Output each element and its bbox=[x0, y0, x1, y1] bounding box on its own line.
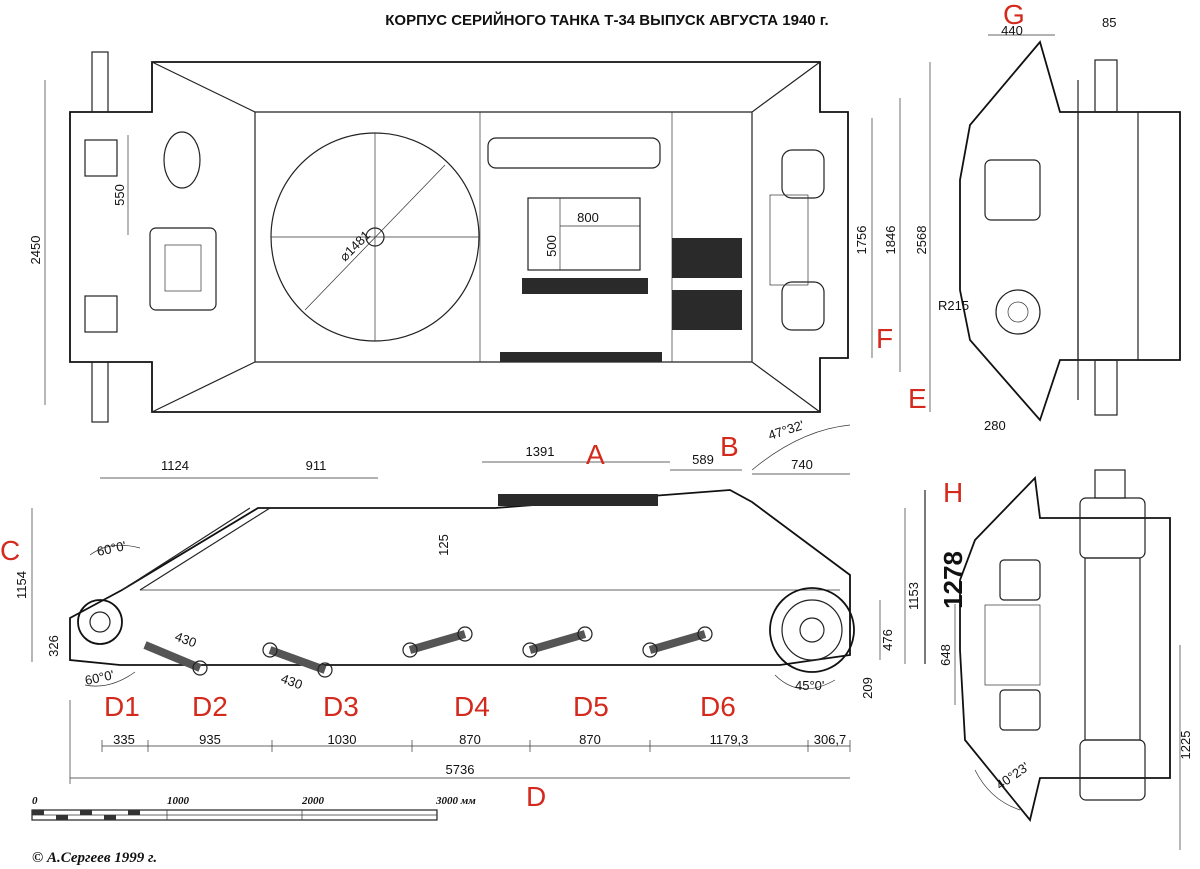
dim-740: 740 bbox=[791, 457, 813, 472]
label-D4: D4 bbox=[454, 691, 490, 722]
dim-209: 209 bbox=[860, 677, 875, 699]
dim-440: 440 bbox=[1001, 23, 1023, 38]
dim-1153: 1153 bbox=[906, 582, 921, 610]
dim-550: 550 bbox=[112, 184, 127, 206]
dim-ang-40: 40°23' bbox=[993, 759, 1032, 792]
rear-view: 648 1225 40°23' bbox=[938, 469, 1193, 850]
dim-1278: 1278 bbox=[938, 551, 968, 609]
dim-648: 648 bbox=[938, 644, 953, 666]
label-D2: D2 bbox=[192, 691, 228, 722]
driver-hatch bbox=[163, 131, 201, 189]
scale-3000: 3000 мм bbox=[435, 795, 476, 807]
top-view: ⌀1481 2450 550 800 500 1756 1846 bbox=[28, 51, 931, 423]
dim-2568: 2568 bbox=[914, 226, 929, 255]
dim-85: 85 bbox=[1102, 15, 1116, 30]
dim-bottom-6: 306,7 bbox=[814, 732, 847, 747]
label-C: C bbox=[0, 535, 20, 566]
side-view: 1124 911 1391 A 589 B 740 47°32' 125 115… bbox=[0, 417, 968, 812]
dim-r215: R215 bbox=[938, 298, 969, 313]
dim-bottom-2: 1030 bbox=[328, 732, 357, 747]
dim-total-5736: 5736 bbox=[446, 762, 475, 777]
dim-500: 500 bbox=[544, 235, 559, 257]
dim-326: 326 bbox=[46, 635, 61, 657]
drive-sprocket bbox=[769, 587, 855, 673]
front-view: 440 85 R215 280 G bbox=[938, 0, 1181, 433]
label-B: B bbox=[720, 431, 739, 462]
label-G: G bbox=[1003, 0, 1025, 30]
label-A: A bbox=[586, 439, 605, 470]
dim-800: 800 bbox=[577, 210, 599, 225]
dim-1124: 1124 bbox=[161, 458, 189, 473]
label-D: D bbox=[526, 781, 546, 812]
copyright: © А.Сергеев 1999 г. bbox=[32, 850, 157, 866]
label-D1: D1 bbox=[104, 691, 140, 722]
label-E: E bbox=[908, 383, 927, 414]
label-D6: D6 bbox=[700, 691, 736, 722]
scale-bar: 0 1000 2000 3000 мм bbox=[31, 795, 476, 821]
dim-1846: 1846 bbox=[883, 226, 898, 255]
dim-1225: 1225 bbox=[1178, 731, 1193, 760]
dim-589: 589 bbox=[692, 452, 714, 467]
dim-1391: 1391 bbox=[526, 444, 555, 459]
dim-1154: 1154 bbox=[14, 571, 29, 599]
dim-280: 280 bbox=[984, 418, 1006, 433]
dim-430-b: 430 bbox=[279, 671, 305, 693]
drawing-title: КОРПУС СЕРИЙНОГО ТАНКА Т-34 ВЫПУСК АВГУС… bbox=[385, 11, 828, 29]
dim-ang-45: 45°0' bbox=[795, 678, 824, 693]
dim-430-a: 430 bbox=[173, 629, 199, 651]
dim-ang-60b: 60°0' bbox=[84, 667, 116, 688]
scale-0: 0 bbox=[32, 795, 38, 807]
label-D3: D3 bbox=[323, 691, 359, 722]
dim-911: 911 bbox=[306, 458, 327, 473]
label-H: H bbox=[943, 477, 963, 508]
dim-bottom-0: 335 bbox=[113, 732, 135, 747]
scale-1000: 1000 bbox=[167, 795, 190, 807]
label-F: F bbox=[876, 323, 893, 354]
dim-ang-60a: 60°0' bbox=[96, 538, 128, 559]
dim-bottom-1: 935 bbox=[199, 732, 221, 747]
dim-2450: 2450 bbox=[28, 236, 43, 265]
dim-476: 476 bbox=[880, 629, 895, 651]
dim-125: 125 bbox=[436, 534, 451, 556]
dim-bottom-4: 870 bbox=[579, 732, 601, 747]
dim-bottom-5: 1179,3 bbox=[710, 732, 749, 747]
label-D5: D5 bbox=[573, 691, 609, 722]
scale-2000: 2000 bbox=[301, 795, 325, 807]
dim-bottom-3: 870 bbox=[459, 732, 481, 747]
dim-1756: 1756 bbox=[854, 226, 869, 255]
